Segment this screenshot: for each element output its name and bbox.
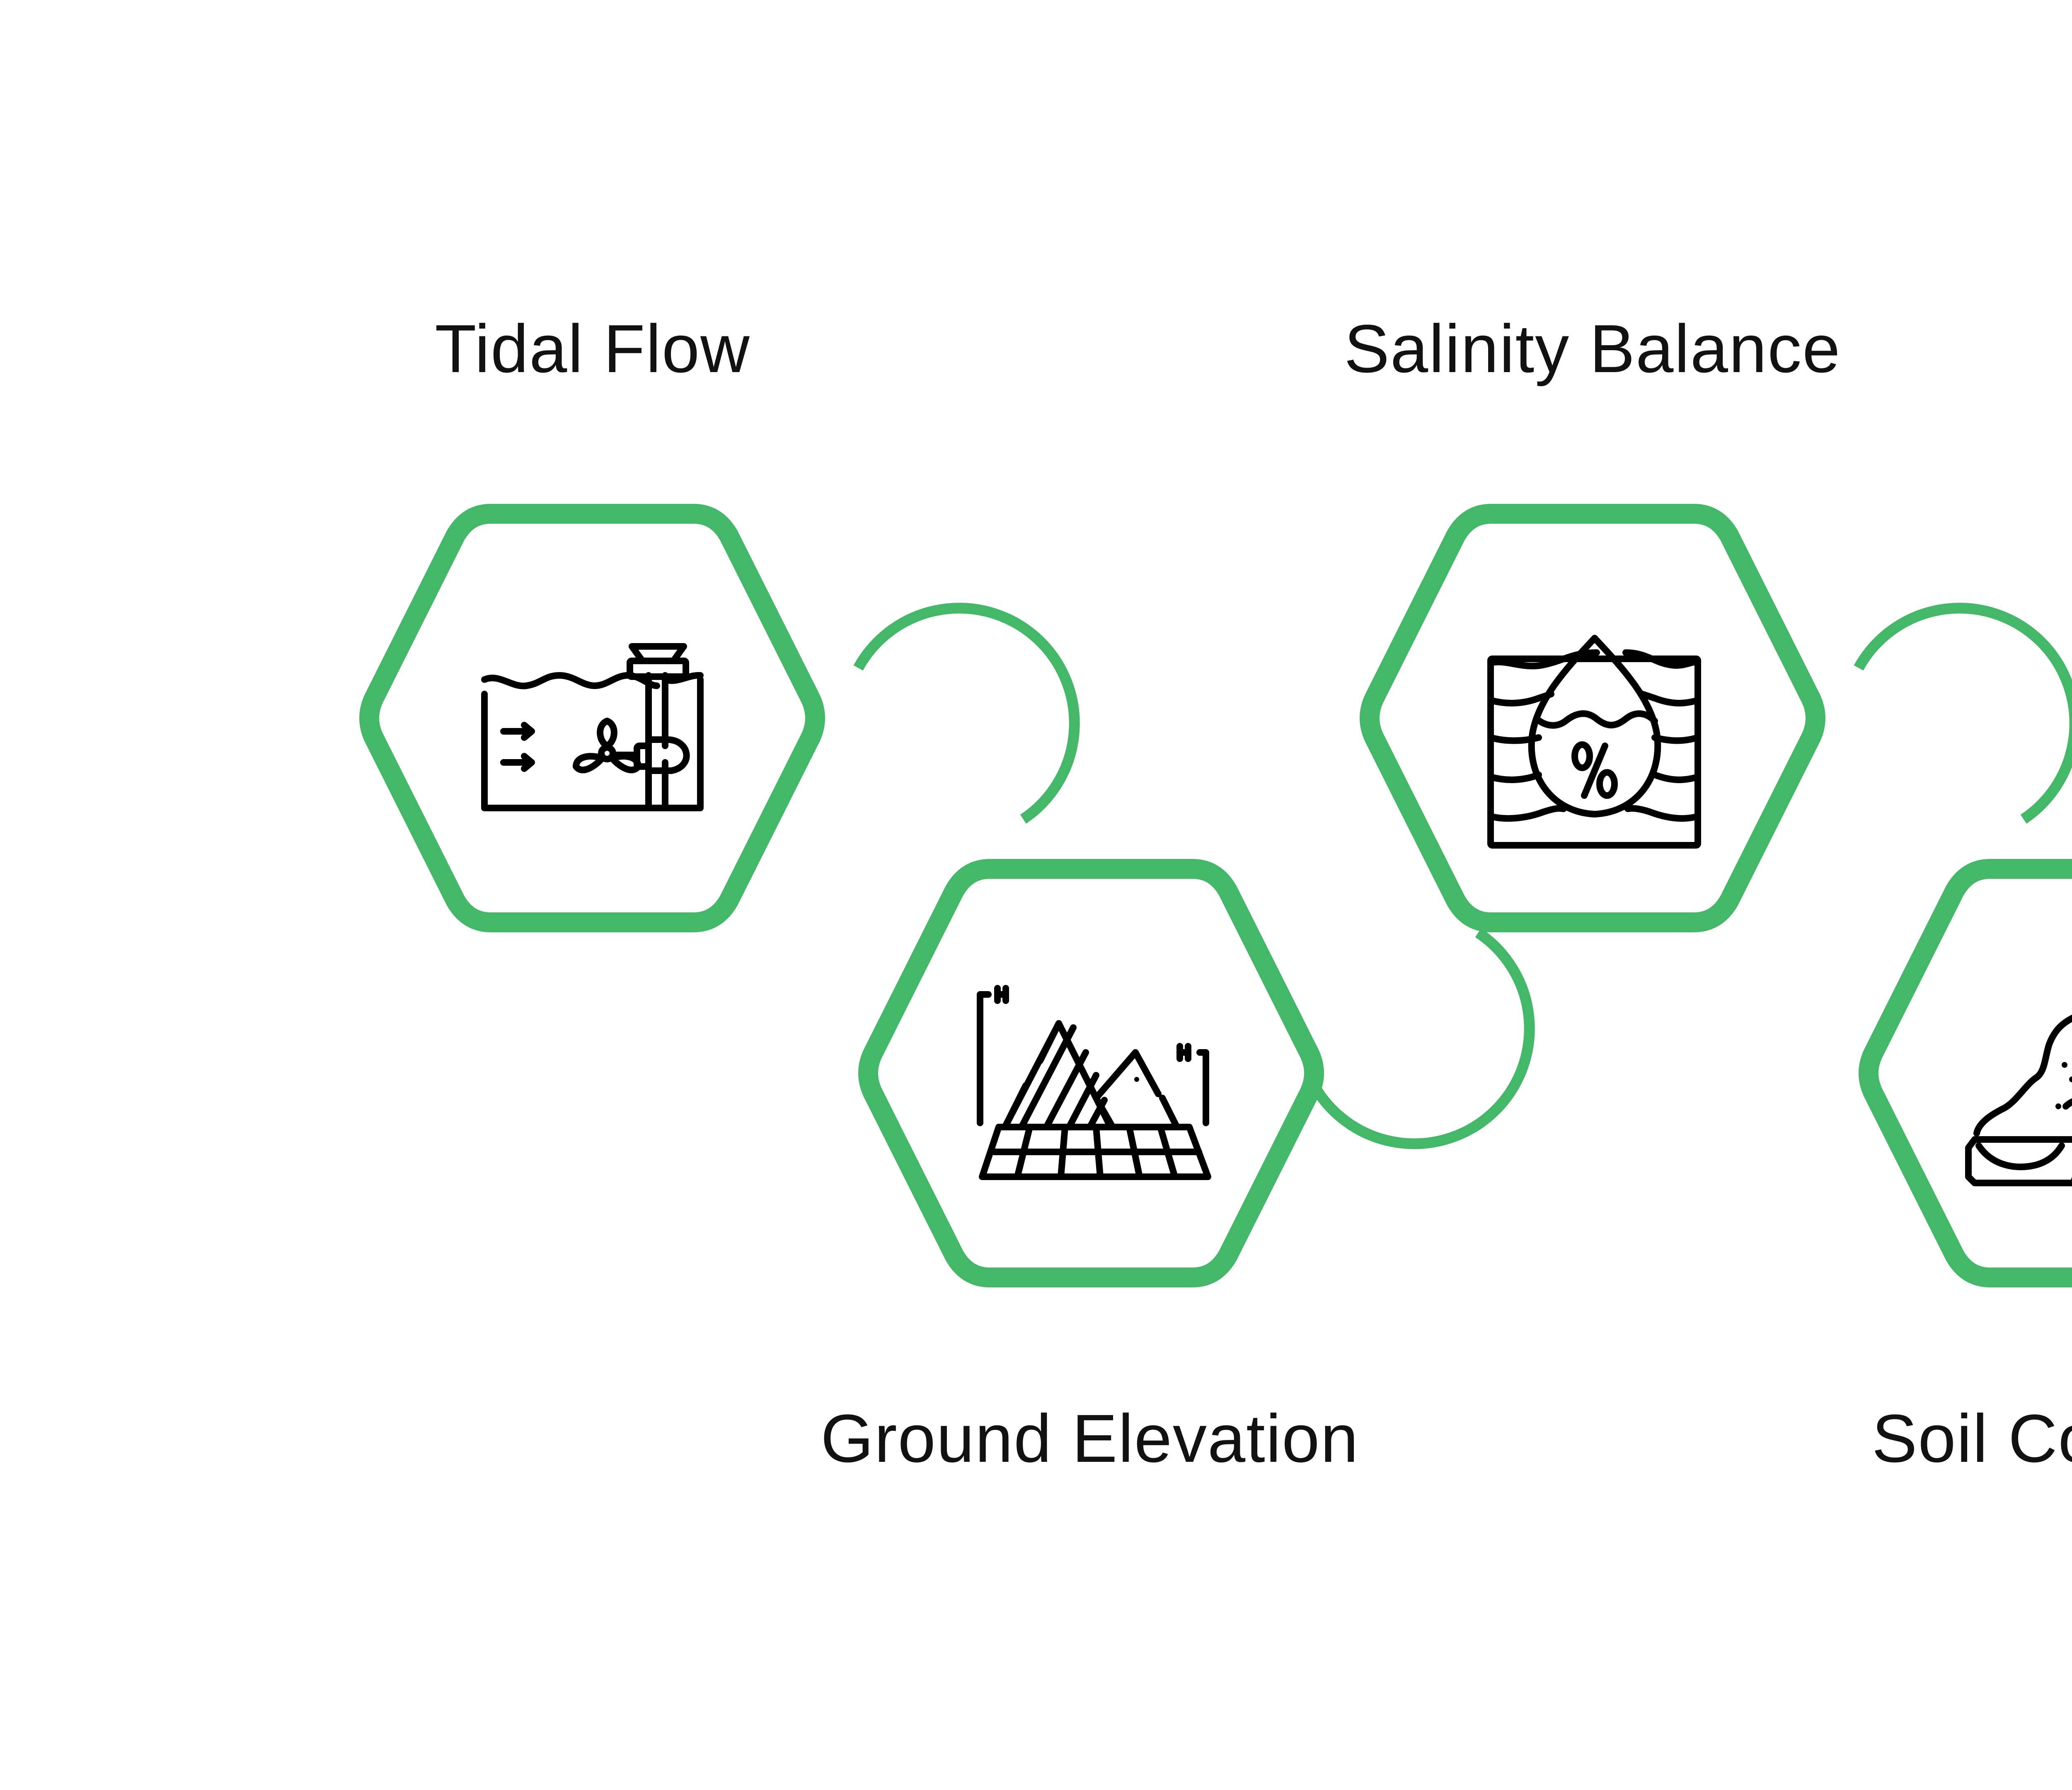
salinity-drop-percent-icon [1487,635,1701,849]
hexagon-tidal-flow [369,514,815,922]
label-tidal-flow: Tidal Flow [435,311,750,387]
elevation-mountains-icon [977,985,1211,1180]
label-ground-elevation: Ground Elevation [821,1401,1359,1476]
connectors [853,602,2072,1149]
soil-pile-icon [1965,1014,2072,1186]
connector-arc-3 [1854,602,2072,824]
connector-arc-2 [1308,928,1535,1149]
label-soil-condition: Soil Condition [1872,1401,2072,1476]
tidal-turbine-icon [481,643,704,811]
connector-arc-1 [853,602,1080,824]
label-salinity-balance: Salinity Balance [1344,311,1841,387]
hexagon-ground-elevation [868,869,1314,1277]
